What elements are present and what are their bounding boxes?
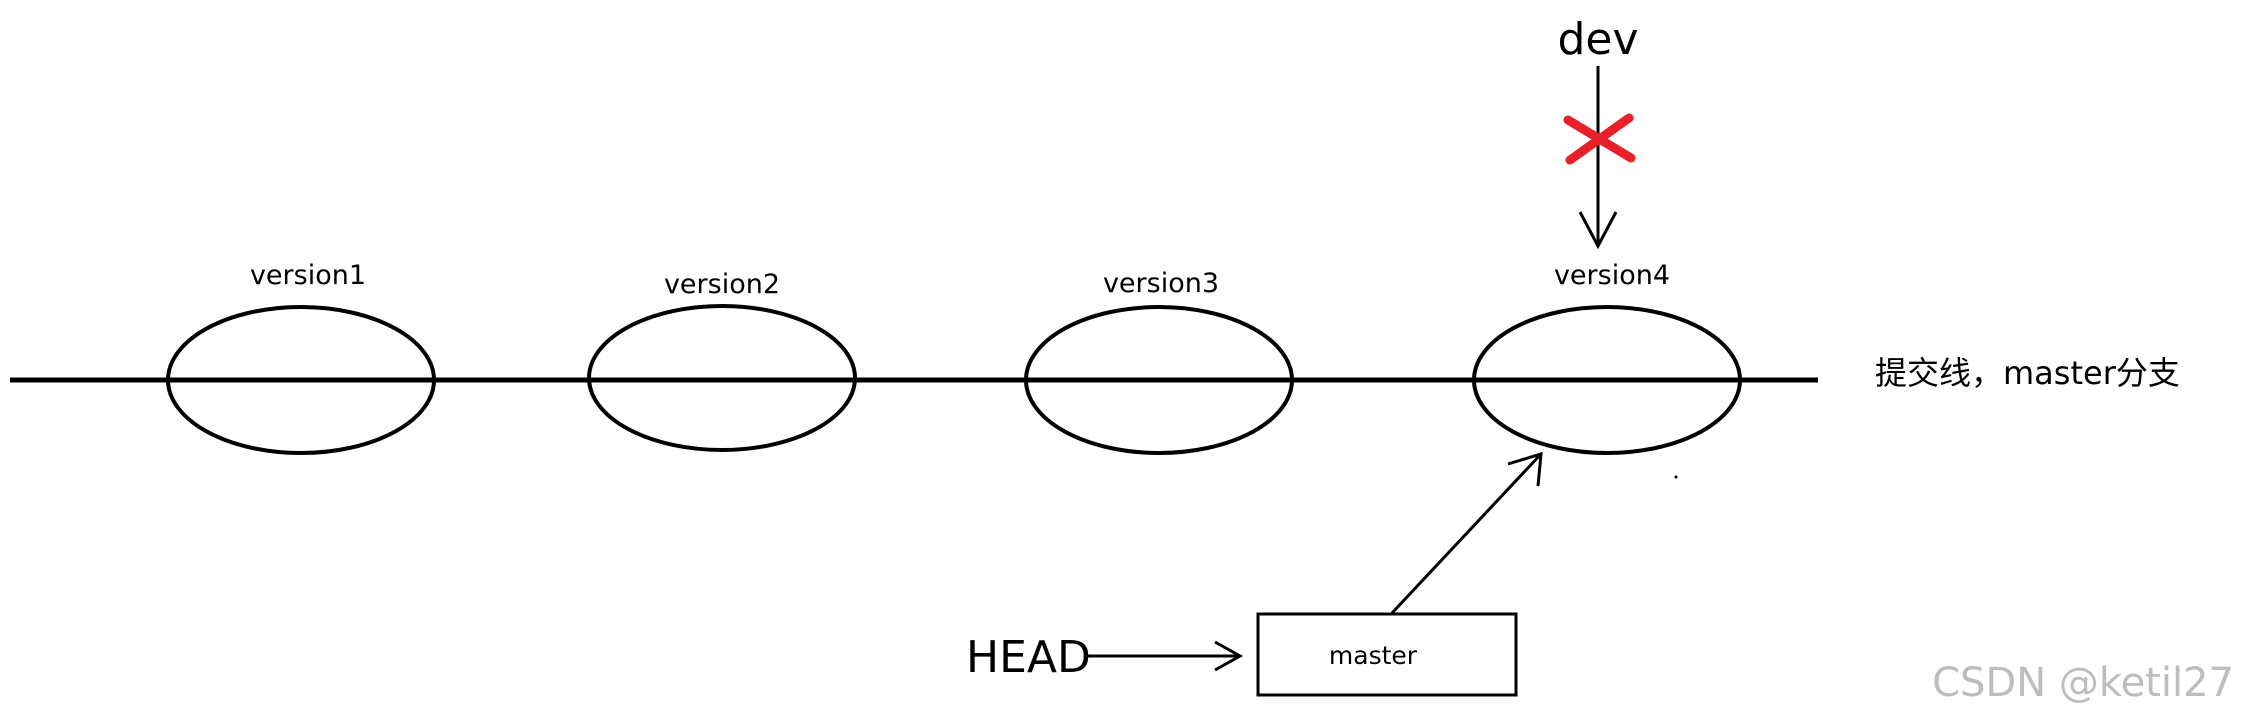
master-pointer-arrow — [1390, 452, 1543, 615]
commit-node-version4 — [1472, 305, 1742, 455]
deleted-cross-icon — [1563, 113, 1636, 165]
watermark: CSDN @ketil27 — [1932, 660, 2234, 706]
master-branch-box — [1256, 612, 1518, 697]
commit-node-version1 — [166, 305, 436, 455]
head-label: HEAD — [966, 632, 1091, 683]
version-label: version3 — [1103, 268, 1219, 299]
commit-node-version2 — [587, 304, 857, 452]
stray-dot — [1674, 475, 1678, 479]
commit-line-label: 提交线，master分支 — [1875, 354, 2180, 392]
commit-node-version3 — [1024, 305, 1294, 455]
dev-label: dev — [1557, 14, 1638, 65]
version-label: version4 — [1554, 260, 1670, 291]
version-label: version1 — [250, 260, 366, 291]
master-branch-label: master — [1329, 641, 1418, 670]
master-arrowhead-icon — [1507, 451, 1543, 487]
dev-arrowhead-icon — [1578, 211, 1618, 250]
head-arrowhead-icon — [1214, 640, 1244, 672]
version-label: version2 — [664, 269, 780, 300]
